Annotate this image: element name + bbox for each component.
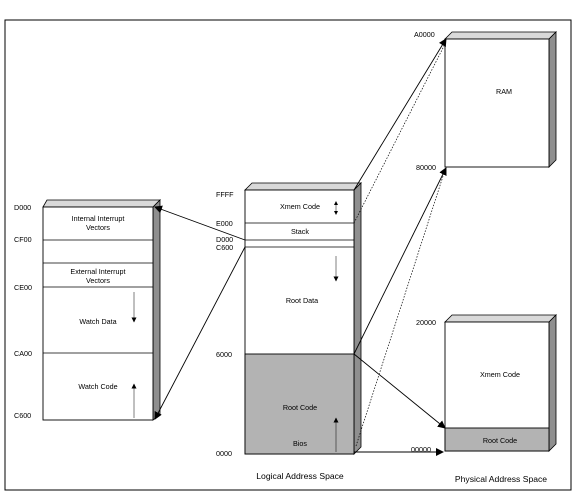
- map-6000-to-root-code: [353, 353, 446, 429]
- internal-vectors-label-line1: Internal Interrupt: [72, 214, 125, 223]
- ram-top-face: [444, 31, 557, 40]
- physical-ram-block: RAM A0000 80000: [414, 30, 557, 172]
- addr-ce00: CE00: [14, 283, 32, 292]
- addr-d000-logical: D000: [216, 235, 233, 244]
- physical-xmem-code-label: Xmem Code: [480, 370, 520, 379]
- map-d000-to-watch-top: [154, 205, 246, 241]
- root-data-label: Root Data: [286, 296, 318, 305]
- addr-c600-logical: C600: [216, 243, 233, 252]
- map-ffff-to-a0000: [353, 38, 447, 191]
- map-c600-to-watch-bottom: [154, 246, 246, 420]
- logical-side-face: [353, 182, 362, 455]
- watch-block-top-face: [42, 199, 161, 208]
- ram-front: [444, 38, 550, 168]
- xmem-range-arrow-head-down: [334, 211, 338, 215]
- addr-00000: 00000: [411, 445, 431, 454]
- addr-e000: E000: [216, 219, 233, 228]
- addr-0000-logical: 0000: [216, 449, 232, 458]
- external-vectors-label-line2: Vectors: [86, 276, 110, 285]
- addr-6000-logical: 6000: [216, 350, 232, 359]
- physical-flash-block: Xmem Code Root Code 20000 00000 Physical…: [411, 314, 557, 484]
- stack-label: Stack: [291, 227, 309, 236]
- physical-root-code-label: Root Code: [483, 436, 517, 445]
- watch-block-side-face: [152, 199, 161, 421]
- ram-label: RAM: [496, 87, 512, 96]
- physical-address-space-title: Physical Address Space: [455, 474, 547, 484]
- external-vectors-label-line1: External Interrupt: [70, 267, 125, 276]
- addr-a0000: A0000: [414, 30, 435, 39]
- addr-20000: 20000: [416, 318, 436, 327]
- logical-root-code-label: Root Code: [283, 403, 317, 412]
- logical-xmem-code-label: Xmem Code: [280, 202, 320, 211]
- bios-label: Bios: [293, 439, 307, 448]
- logical-top-face: [244, 182, 362, 191]
- ram-side-face: [548, 31, 557, 168]
- map-e000-to-ram-dotted: [353, 43, 446, 224]
- flash-top-face: [444, 314, 557, 323]
- diagram-frame: [4, 19, 572, 491]
- addr-d000-watch: D000: [14, 203, 31, 212]
- logical-address-space: Xmem Code Stack Root Data Root Code Bios…: [216, 182, 362, 481]
- internal-vectors-label-line2: Vectors: [86, 223, 110, 232]
- addr-ffff: FFFF: [216, 190, 234, 199]
- watch-data-label: Watch Data: [79, 317, 116, 326]
- watch-memory-block: Internal Interrupt Vectors External Inte…: [14, 199, 161, 421]
- addr-80000: 80000: [416, 163, 436, 172]
- addr-cf00: CF00: [14, 235, 32, 244]
- map-6000-to-80000: [353, 167, 447, 355]
- map-bios-to-ram-dotted: [355, 169, 446, 447]
- flash-side-face: [548, 314, 557, 452]
- watch-code-label: Watch Code: [78, 382, 117, 391]
- xmem-range-arrow-head-up: [334, 201, 338, 205]
- physical-root-code-region: [444, 427, 550, 452]
- mapping-lines: [154, 38, 447, 456]
- addr-ca00: CA00: [14, 349, 32, 358]
- logical-address-space-title: Logical Address Space: [256, 471, 344, 481]
- addr-c600-watch: C600: [14, 411, 31, 420]
